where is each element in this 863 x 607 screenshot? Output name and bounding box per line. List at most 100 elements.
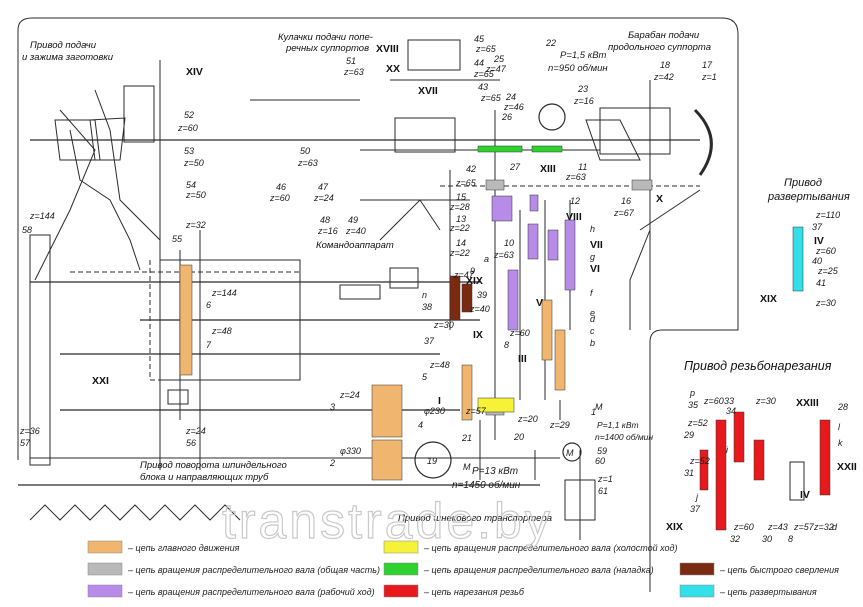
gear-label: 23 — [577, 84, 588, 94]
gear-label: z=65 — [455, 178, 477, 188]
gear-label: z=36 — [19, 426, 40, 436]
legend-label: – цепь вращения распределительного вала … — [127, 587, 375, 597]
gear-label: 3 — [330, 402, 335, 412]
gear-label: z=16 — [317, 226, 338, 236]
gear-label: b — [590, 338, 595, 348]
brake — [167, 389, 189, 405]
gear-label: z=24 — [185, 426, 206, 436]
gear-label: 9 — [470, 266, 475, 276]
gear-label: z=1 — [701, 72, 717, 82]
gear-label: 18 — [660, 60, 670, 70]
title-feed-clamp: Привод подачи — [30, 40, 97, 51]
gear — [491, 195, 513, 222]
title-reaming: Привод — [784, 177, 822, 189]
gear-label: M — [566, 448, 574, 458]
gear-label: z=50 — [183, 158, 204, 168]
gear-label: φ230 — [424, 406, 445, 416]
shaft-numeral: V — [536, 297, 543, 309]
gear-label: 37 — [424, 336, 435, 346]
gear-label: z=28 — [449, 202, 470, 212]
gear — [554, 329, 566, 391]
gear-label: 4 — [418, 420, 423, 430]
gear-label: z=67 — [613, 208, 635, 218]
top-motor — [538, 103, 566, 131]
gear-label: z=60 — [177, 123, 198, 133]
gear-label: 24 — [505, 92, 516, 102]
gear-label: z=22 — [449, 248, 470, 258]
drum-segment — [693, 108, 713, 176]
gear-label: 57 — [20, 438, 31, 448]
shaft-numeral: IV — [814, 235, 824, 247]
title-threading: Привод резьбонарезания — [684, 359, 832, 373]
gear-label: 8 — [504, 340, 509, 350]
shaft-numeral: XIII — [540, 163, 556, 175]
gear-label: 5 — [422, 372, 428, 382]
gear — [564, 219, 576, 291]
gear-label: 8 — [788, 534, 793, 544]
gear-label: 53 — [184, 146, 194, 156]
gear-label: z=24 — [313, 193, 334, 203]
gear-label: p — [689, 388, 695, 398]
legend-label: – цепь вращения распределительного вала … — [127, 565, 380, 575]
gear-label: z=60 — [733, 522, 754, 532]
gear-label: 21 — [461, 433, 472, 443]
gear-label: z=24 — [339, 390, 360, 400]
gear-label: f — [590, 288, 594, 298]
motor-main-power: P=13 кВт — [472, 466, 518, 477]
gear-label: 28 — [837, 402, 848, 412]
gear-label: z=30 — [815, 298, 836, 308]
shaft-numeral: XXI — [92, 375, 109, 387]
gear-label: z=57 — [793, 522, 815, 532]
title-command: Командоаппарат — [316, 240, 394, 251]
gear-label: 59 — [597, 446, 607, 456]
shaft-numeral: XXIII — [796, 397, 819, 409]
gear-label: 42 — [466, 164, 476, 174]
slide-2 — [389, 267, 419, 289]
legend-label: – цепь быстрого сверления — [719, 565, 839, 575]
gear — [819, 419, 831, 496]
legend-swatch — [87, 562, 123, 576]
gear-label: 46 — [276, 182, 286, 192]
title-conveyor: Привод шнекового транспортера — [398, 513, 552, 524]
gear-label: z=65 — [480, 93, 502, 103]
shaft-numeral: VII — [590, 239, 603, 251]
title-rotation: блока и направляющих труб — [140, 472, 269, 483]
gear-label: z=144 — [29, 211, 55, 221]
diagram-gears — [179, 145, 831, 531]
clamp-lever — [34, 109, 96, 281]
gear-label: 37 — [812, 222, 823, 232]
gear-label: 58 — [22, 225, 32, 235]
gear-label: z=22 — [449, 223, 470, 233]
gear-label: 20 — [513, 432, 524, 442]
slide — [339, 284, 381, 300]
gear-label: 32 — [730, 534, 740, 544]
gear-58-body — [29, 234, 51, 466]
shaft-numeral: XVIII — [376, 43, 399, 55]
gear-label: 13 — [456, 214, 466, 224]
gear-label: 38 — [422, 302, 432, 312]
gear-label: 43 — [478, 82, 488, 92]
gear-label: 60 — [595, 456, 605, 466]
gear — [449, 275, 461, 321]
gear — [461, 364, 473, 421]
gear-label: 17 — [702, 60, 713, 70]
gear-label: z=48 — [211, 326, 232, 336]
gear-label: 34 — [726, 406, 736, 416]
gear-label: z=50 — [185, 190, 206, 200]
gear-label: d — [590, 314, 596, 324]
gear — [699, 449, 709, 491]
gear-label: 10 — [504, 238, 514, 248]
gear-label: z=52 — [689, 456, 710, 466]
legend-label: – цепь вращения распределительного вала … — [423, 543, 678, 553]
gear-label: 31 — [684, 468, 694, 478]
gear-label: z=63 — [493, 250, 514, 260]
gear-label: z=60 — [703, 396, 724, 406]
gear-label: z=29 — [549, 420, 570, 430]
gear-label: 47 — [318, 182, 329, 192]
diagram-linework — [17, 17, 805, 592]
gear-label: 16 — [621, 196, 631, 206]
shaft-numeral: IV — [800, 489, 810, 501]
gear-label: z=25 — [817, 266, 839, 276]
